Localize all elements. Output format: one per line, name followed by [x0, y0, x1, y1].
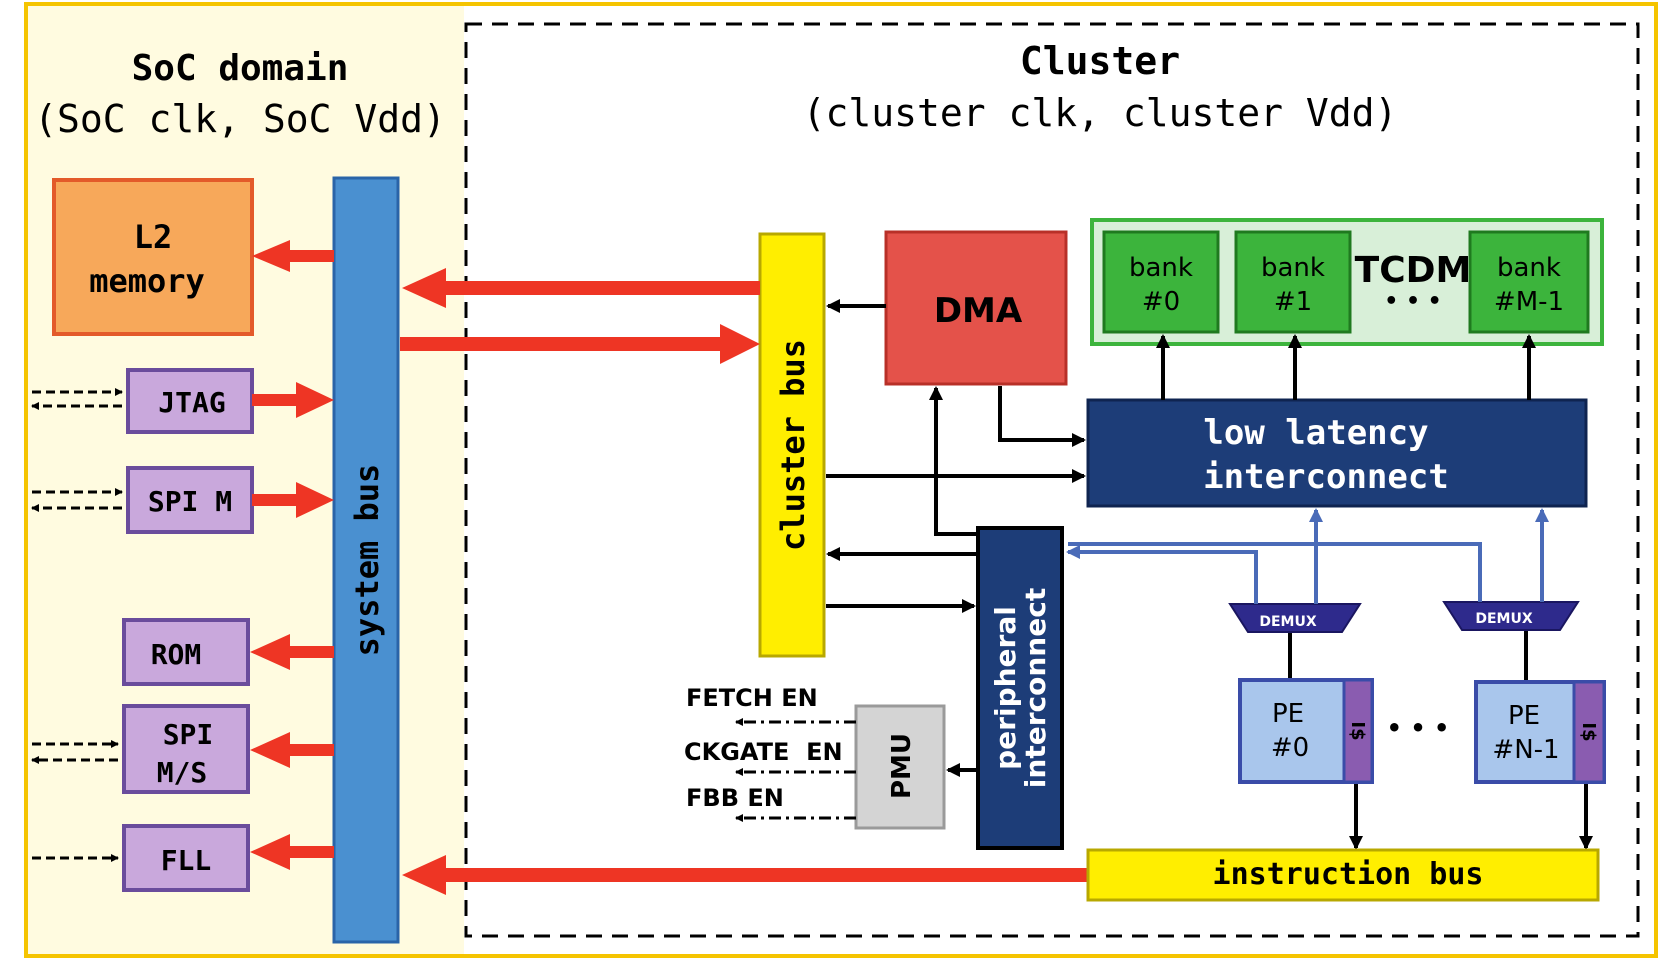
- soc-subtitle: (SoC clk, SoC Vdd): [34, 97, 446, 141]
- spi-ms-label-line2: M/S: [157, 756, 208, 789]
- cluster-boundary: [464, 22, 1640, 938]
- ckgate-en-label: CKGATE EN: [684, 738, 843, 766]
- demux-blue-arrows: [1066, 508, 1549, 604]
- l2-label-line1: L2: [134, 218, 173, 256]
- bank-0-label-line2: #0: [1142, 287, 1180, 317]
- tcdm-dots: • • •: [1384, 289, 1442, 314]
- fbb-en-label: FBB EN: [686, 784, 784, 812]
- bank-0: [1102, 230, 1220, 334]
- arrow-bus-to-l2: [252, 240, 334, 272]
- soc-title: SoC domain: [132, 48, 349, 89]
- pe-n-1-label-line1: PE: [1508, 701, 1540, 731]
- rom-block: [122, 618, 250, 686]
- arrow-instrbus-to-system: [402, 855, 1088, 895]
- pmu-output-arrows: [735, 718, 856, 822]
- demux-1: [1442, 601, 1580, 631]
- arrow-jtag-to-bus: [252, 382, 334, 418]
- pe-n-1-icache: [1572, 680, 1606, 784]
- pe-dots: • • •: [1387, 714, 1450, 742]
- demux-1-label: DEMUX: [1475, 611, 1532, 627]
- cluster-subtitle: (cluster clk, cluster Vdd): [803, 91, 1398, 135]
- pe-0-icache: [1342, 678, 1374, 784]
- arrow-system-to-cluster: [400, 324, 760, 364]
- instruction-bus-label: instruction bus: [1213, 857, 1484, 892]
- fll-label: FLL: [161, 844, 212, 877]
- instruction-bus: [1086, 848, 1600, 902]
- cluster-title: Cluster: [1020, 39, 1180, 83]
- arrow-bus-to-spims: [250, 732, 334, 768]
- low-latency-interconnect: [1086, 398, 1588, 508]
- peripheral-label-line2: interconnect: [1019, 588, 1052, 788]
- bus-red-arrows: [400, 268, 1088, 895]
- l2-label-line2: memory: [89, 262, 205, 300]
- arrow-bus-to-fll: [250, 834, 334, 870]
- cluster-bus: [758, 232, 826, 658]
- tcdm-label: TCDM: [1355, 250, 1472, 291]
- spi-ms-label-line1: SPI: [163, 718, 214, 751]
- peripheral-label-line1: peripheral: [989, 606, 1022, 770]
- jtag-block: [126, 368, 254, 434]
- pe-n-1-cache-label: I$: [1578, 722, 1599, 741]
- pe-0-label-line2: #0: [1271, 733, 1309, 763]
- cluster-bus-label: cluster bus: [774, 339, 812, 551]
- bank-m-1-label-line2: #M-1: [1494, 287, 1564, 317]
- pe-0-label-line1: PE: [1272, 699, 1304, 729]
- bank-1-label-line2: #1: [1274, 287, 1312, 317]
- arrow-spim-to-bus: [252, 482, 334, 518]
- spi-m-label: SPI M: [148, 485, 232, 518]
- spi-ms-block: [122, 704, 250, 794]
- pe-0-cache-label: I$: [1347, 721, 1368, 740]
- fll-block: [122, 824, 250, 892]
- pmu-block: [854, 704, 946, 830]
- external-dashed-arrows: [31, 388, 123, 862]
- l2-memory: [52, 178, 254, 336]
- dma-block: [884, 230, 1068, 386]
- bank-0-label-line1: bank: [1129, 253, 1193, 283]
- bank-1-label-line1: bank: [1261, 253, 1325, 283]
- interconnect-label-line1: low latency: [1203, 413, 1428, 453]
- jtag-label: JTAG: [158, 386, 225, 419]
- interconnect-label-line2: interconnect: [1203, 457, 1449, 497]
- bank-m-1: [1468, 230, 1590, 334]
- soc-red-arrows: [250, 240, 334, 870]
- cluster-black-arrows: [826, 299, 1593, 850]
- peripheral-interconnect: [976, 526, 1064, 850]
- bank-m-1-label-line1: bank: [1497, 253, 1561, 283]
- rom-label: ROM: [151, 638, 202, 671]
- demux-0-label: DEMUX: [1259, 614, 1316, 630]
- arrow-cluster-to-system: [402, 268, 760, 308]
- fetch-en-label: FETCH EN: [686, 684, 818, 712]
- interconnect-to-bank-arrows: [1156, 334, 1536, 400]
- arrow-bus-to-rom: [250, 634, 334, 670]
- pe-n-1-label-line2: #N-1: [1492, 735, 1559, 765]
- system-bus: [332, 176, 400, 944]
- pmu-label: PMU: [887, 733, 917, 799]
- system-bus-label: system bus: [348, 464, 386, 657]
- dma-label: DMA: [934, 291, 1023, 331]
- bank-1: [1234, 230, 1352, 334]
